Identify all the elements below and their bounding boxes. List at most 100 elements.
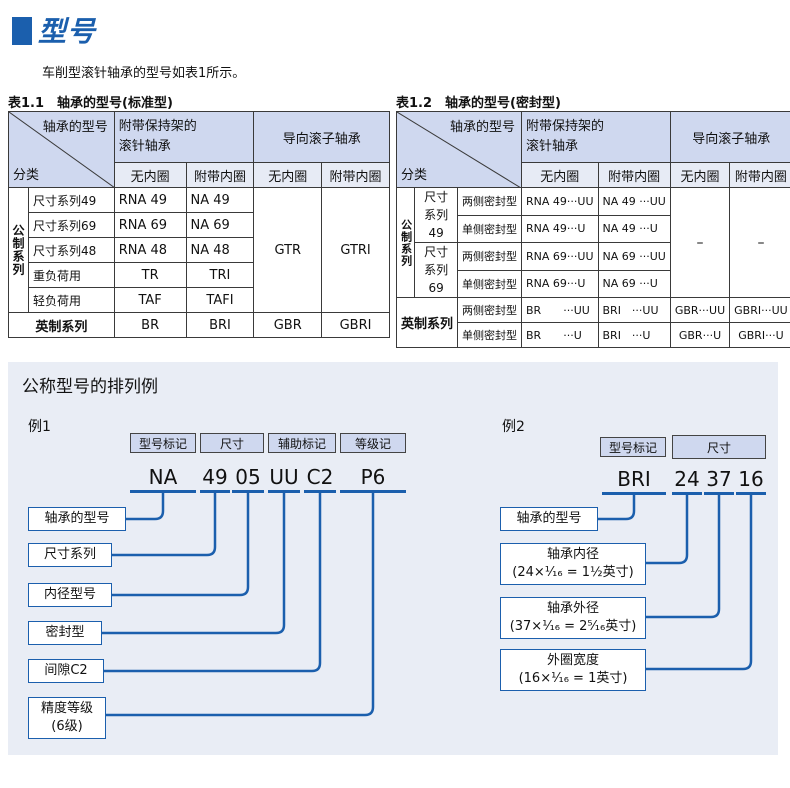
table1-cell: NA 49	[185, 187, 255, 213]
table2-seal: 单侧密封型	[457, 269, 523, 298]
table1-row-label: 尺寸系列49	[27, 187, 115, 213]
example2-underline	[672, 492, 702, 495]
example1-callout: 精度等级 (6级)	[28, 697, 106, 739]
table1-group2: 导向滚子轴承	[253, 111, 390, 163]
connector-3	[112, 493, 250, 597]
table2-group1: 附带保持架的 滚针轴承	[521, 111, 671, 163]
example1-callout: 尺寸系列	[28, 543, 112, 567]
example2-code: 37	[706, 467, 732, 491]
example1-callout: 内径型号	[28, 583, 112, 607]
table2-cell: BR ···UU	[521, 297, 599, 323]
example1-code: P6	[360, 465, 386, 489]
example1-tag: 尺寸	[200, 433, 264, 453]
example2-code: 16	[738, 467, 764, 491]
title-bar-decoration	[12, 17, 32, 45]
connector-1	[126, 493, 165, 521]
table2-cell: RNA 69···UU	[521, 242, 599, 271]
example2-callout: 轴承的型号	[500, 507, 598, 531]
example1-tag: 型号标记	[130, 433, 196, 453]
table2-caption: 表1.2 轴承的型号(密封型)	[396, 96, 561, 111]
table1-cell: TRI	[185, 262, 255, 288]
table1-cell: RNA 49	[113, 187, 187, 213]
connector-5	[104, 493, 322, 673]
table2-seal: 单侧密封型	[457, 322, 523, 348]
table1-cell: TAFI	[185, 287, 255, 313]
example1-code: NA	[148, 465, 178, 489]
table2-cell: GBR···UU	[669, 297, 731, 323]
example1-code: 05	[235, 465, 261, 489]
example2-underline	[704, 492, 734, 495]
table2-col3: 无内圈	[669, 162, 731, 188]
example2-label: 例2	[502, 419, 525, 435]
example1-code: UU	[269, 465, 299, 489]
table1-inch-cell: BR	[113, 312, 187, 338]
example1-underline	[200, 490, 230, 493]
table2-col4: 附带内圈	[729, 162, 790, 188]
table1-cell: NA 69	[185, 212, 255, 238]
table2-col2: 附带内圈	[597, 162, 671, 188]
example1-underline	[268, 490, 300, 493]
table2-cell: NA 49 ···U	[597, 214, 671, 243]
connector-6	[106, 493, 375, 717]
example2-tag: 尺寸	[672, 435, 766, 459]
table2-corner-bottom: 分类	[401, 168, 428, 183]
table2-cell: BRI ···UU	[597, 297, 671, 323]
table1-col3: 无内圈	[253, 162, 323, 188]
example1-label: 例1	[28, 419, 51, 435]
table1-group1: 附带保持架的 滚针轴承	[113, 111, 255, 163]
table1-corner: 轴承的型号 分类	[8, 111, 115, 188]
table1-inch-label: 英制系列	[8, 312, 115, 338]
table2-cell: GBRI···UU	[729, 297, 790, 323]
table1-corner-bottom: 分类	[13, 168, 40, 183]
table2-seal: 两侧密封型	[457, 297, 523, 323]
connector-10	[646, 495, 753, 671]
example2-underline	[736, 492, 766, 495]
connector-9	[646, 495, 721, 619]
table2-cell: NA 49 ···UU	[597, 187, 671, 216]
table1-row-label: 尺寸系列48	[27, 237, 115, 263]
table2-cell: GBR···U	[669, 322, 731, 348]
table1-col2: 附带内圈	[185, 162, 255, 188]
table1: 轴承的型号 分类 附带保持架的 滚针轴承 导向滚子轴承 无内圈 附带内圈 无内圈…	[8, 111, 390, 338]
example1-underline	[130, 490, 196, 493]
table2-col1: 无内圈	[521, 162, 599, 188]
table1-metric-label: 公制系列	[8, 187, 29, 313]
example1-callout: 轴承的型号	[28, 507, 126, 531]
connector-4	[102, 493, 286, 635]
table1-col1: 无内圈	[113, 162, 187, 188]
table2-seal: 单侧密封型	[457, 214, 523, 243]
example2-callout: 轴承外径 (37×¹⁄₁₆ = 2⁵⁄₁₆英寸)	[500, 597, 646, 639]
table1-inch-cell: GBR	[253, 312, 323, 338]
table2-corner-diagonal	[397, 112, 521, 188]
example1-underline	[304, 490, 336, 493]
example2-tag: 型号标记	[600, 437, 666, 457]
table1-corner-top: 轴承的型号	[42, 120, 108, 135]
table2-dash: –	[729, 187, 790, 298]
table2-seal: 两侧密封型	[457, 187, 523, 216]
table2-cell: GBRI···U	[729, 322, 790, 348]
table2-group2: 导向滚子轴承	[669, 111, 790, 163]
table1-inch-cell: BRI	[185, 312, 255, 338]
example-panel	[8, 362, 778, 755]
example2-callout: 外圈宽度 (16×¹⁄₁₆ = 1英寸)	[500, 649, 646, 691]
table2-cell: RNA 49···UU	[521, 187, 599, 216]
table2-metric-label: 公制系列	[395, 187, 416, 298]
example1-code: C2	[306, 465, 334, 489]
table2-corner-top: 轴承的型号	[450, 120, 516, 135]
example1-underline	[340, 490, 406, 493]
table2-series69: 尺寸 系列69	[414, 242, 459, 298]
table1-row-label: 轻负荷用	[27, 287, 115, 313]
table2: 轴承的型号 分类 附带保持架的 滚针轴承 导向滚子轴承 无内圈 附带内圈 无内圈…	[395, 111, 790, 348]
connector-7	[598, 495, 636, 521]
example1-callout: 密封型	[28, 621, 102, 645]
example1-tag: 辅助标记	[268, 433, 336, 453]
table1-inch-cell: GBRI	[321, 312, 390, 338]
example2-code: 24	[674, 467, 700, 491]
table2-cell: BRI ···U	[597, 322, 671, 348]
connector-8	[646, 495, 689, 565]
intro-text: 车削型滚针轴承的型号如表1所示。	[42, 66, 246, 81]
example2-callout: 轴承内径 (24×¹⁄₁₆ = 1½英寸)	[500, 543, 646, 585]
example2-underline	[602, 492, 666, 495]
table2-inch-label: 英制系列	[395, 297, 459, 348]
